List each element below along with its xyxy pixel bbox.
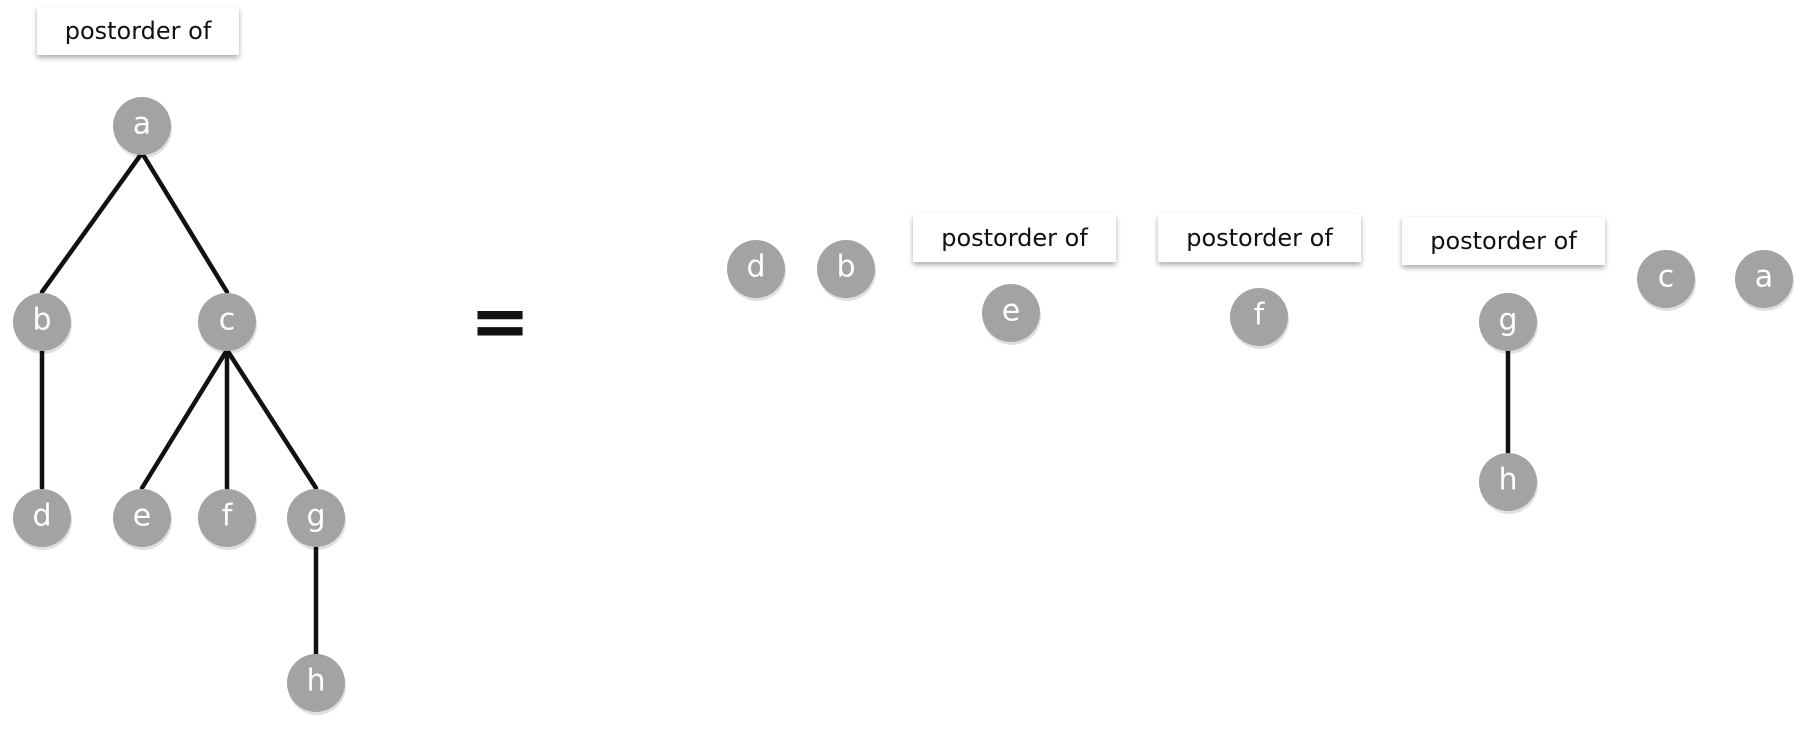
tree-edges [39,150,319,657]
node-label-b: b [32,303,51,338]
node-label-c: c [219,303,236,338]
result-label-h: h [1498,463,1517,498]
postorder-label-e: postorder of [913,214,1116,262]
tree-node-c: c [198,293,257,354]
result-node-d: d [727,240,786,301]
result-label-c: c [1658,260,1675,295]
result-node-c: c [1637,250,1696,311]
edge-c-g [224,347,319,491]
postorder-label-f: postorder of [1158,214,1361,262]
node-label-e: e [133,499,151,534]
postorder-label-g: postorder of [1402,217,1605,265]
postorder-label-text: postorder of [941,224,1088,252]
postorder-label-text: postorder of [64,17,212,45]
result-node-h: h [1479,453,1538,514]
result-node-f: f [1230,288,1289,349]
postorder-label-text: postorder of [1186,224,1333,252]
node-label-a: a [133,107,151,142]
tree-node-e: e [113,489,172,550]
tree-node-d: d [13,489,72,550]
result-label-d: d [746,250,765,285]
postorder-label-text: postorder of [1430,227,1577,255]
node-label-h: h [306,664,325,699]
node-label-d: d [32,499,51,534]
edge-a-b [39,150,145,295]
tree-node-b: b [13,293,72,354]
result-node-g: g [1479,293,1538,354]
result-node-b: b [817,240,876,301]
edge-c-e [139,347,230,491]
tree-node-g: g [287,489,346,550]
postorder-label-main: postorder of [37,7,239,55]
edge-a-c [139,150,230,295]
result-label-e: e [1002,294,1020,329]
equals-sign: = [469,279,531,363]
tree-node-h: h [287,654,346,715]
result-label-g: g [1498,303,1517,338]
result-label-f: f [1254,298,1266,333]
result-label-a: a [1755,260,1773,295]
tree-node-f: f [198,489,257,550]
result-node-a: a [1735,250,1794,311]
node-label-f: f [222,499,234,534]
node-label-g: g [306,499,325,534]
result-label-b: b [836,250,855,285]
result-node-e: e [982,284,1041,345]
tree-node-a: a [113,97,172,158]
